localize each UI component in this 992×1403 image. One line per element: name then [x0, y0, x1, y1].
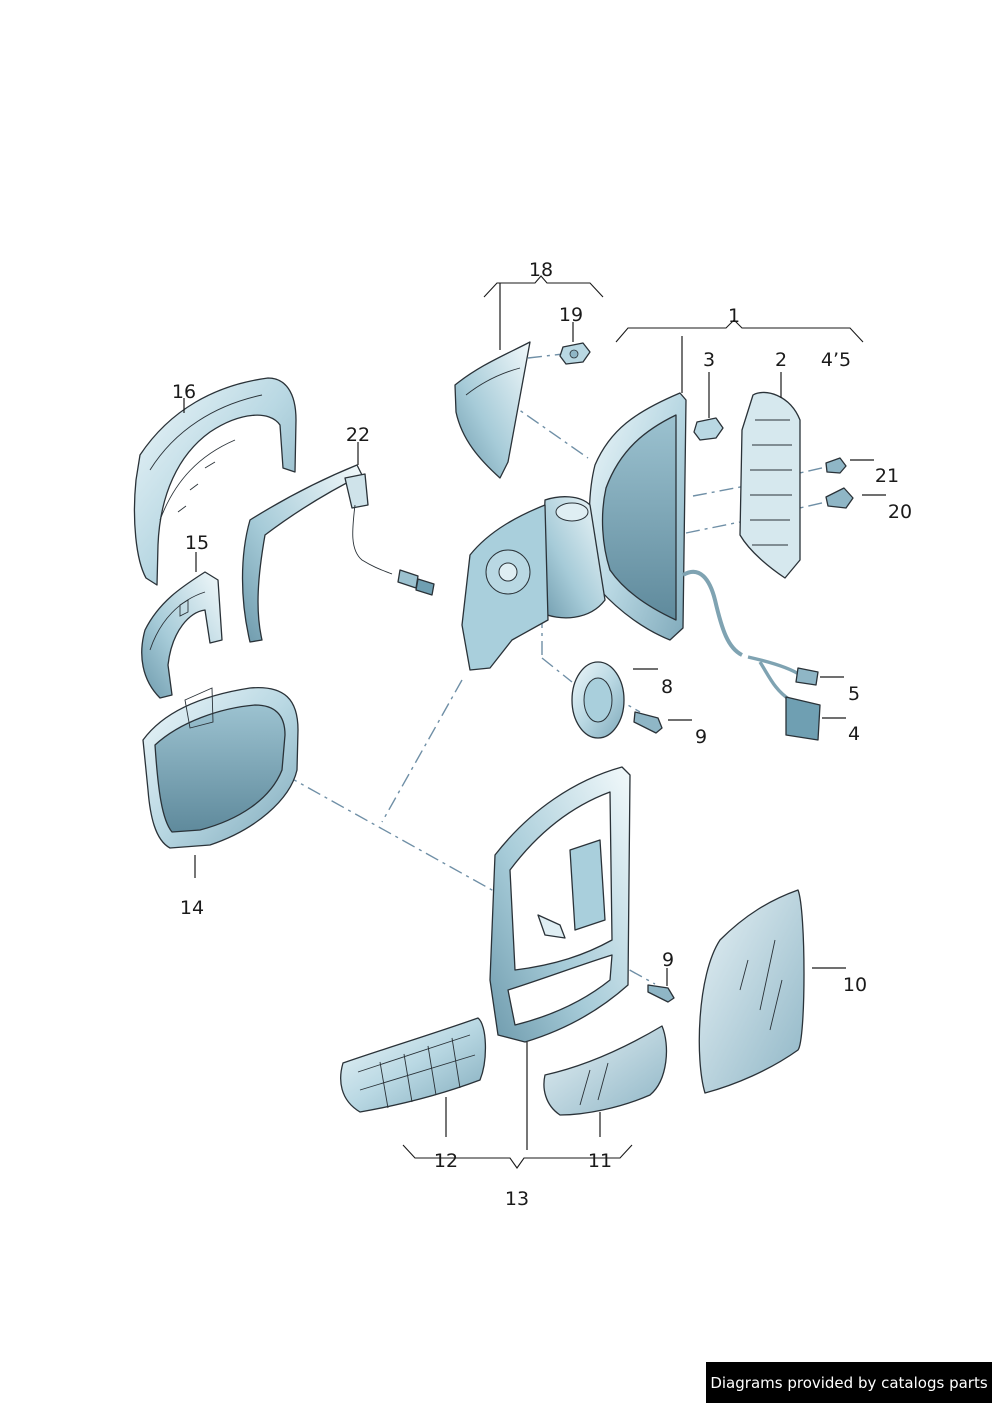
label-14: 14 — [180, 897, 204, 919]
lower-housing-part-14 — [142, 686, 299, 849]
label-13: 13 — [505, 1188, 529, 1210]
glass-carrier-part-13 — [489, 766, 631, 1043]
lower-glass-part-11 — [543, 1025, 668, 1116]
label-4: 4 — [848, 723, 860, 745]
label-22: 22 — [346, 424, 370, 446]
cover-part-18 — [454, 341, 531, 479]
label-11: 11 — [588, 1150, 612, 1172]
leader-lines — [183, 275, 886, 1169]
center-lines — [189, 353, 827, 985]
screw-part-9-lower — [647, 984, 675, 1003]
label-20: 20 — [888, 501, 912, 523]
label-3: 3 — [703, 349, 715, 371]
trim-harness-part-22 — [241, 464, 435, 643]
label-21: 21 — [875, 465, 899, 487]
attribution-footer: Diagrams provided by catalogs parts — [706, 1362, 992, 1403]
clip-part-3 — [693, 417, 724, 441]
grille-part-12 — [340, 1017, 487, 1113]
label-8: 8 — [661, 676, 673, 698]
label-1: 1 — [728, 305, 740, 327]
screw-part-21 — [825, 457, 847, 474]
label-5: 5 — [848, 683, 860, 705]
label-9-upper: 9 — [695, 726, 707, 748]
label-12: 12 — [434, 1150, 458, 1172]
label-16: 16 — [172, 381, 196, 403]
mirror-glass-part-10 — [698, 889, 805, 1094]
screw-part-20 — [825, 487, 854, 509]
label-2: 2 — [775, 349, 787, 371]
part-labels: 18 19 1 3 2 4’5 16 22 21 20 15 8 5 9 4 1… — [172, 259, 912, 1210]
mirror-housing-part-1 — [461, 392, 687, 671]
clip-part-19 — [559, 342, 591, 365]
motor-part-8 — [571, 661, 625, 739]
bracket-part-15 — [141, 571, 223, 699]
label-4-5: 4’5 — [821, 349, 851, 371]
mirror-cap-part-16 — [133, 377, 297, 586]
label-19: 19 — [559, 304, 583, 326]
label-9-lower: 9 — [662, 949, 674, 971]
label-10: 10 — [843, 974, 867, 996]
label-15: 15 — [185, 532, 209, 554]
screw-part-9-upper — [633, 711, 663, 734]
heater-plate-part-2 — [739, 391, 801, 579]
label-18: 18 — [529, 259, 553, 281]
wiring-harness-parts-4-5 — [681, 569, 821, 741]
